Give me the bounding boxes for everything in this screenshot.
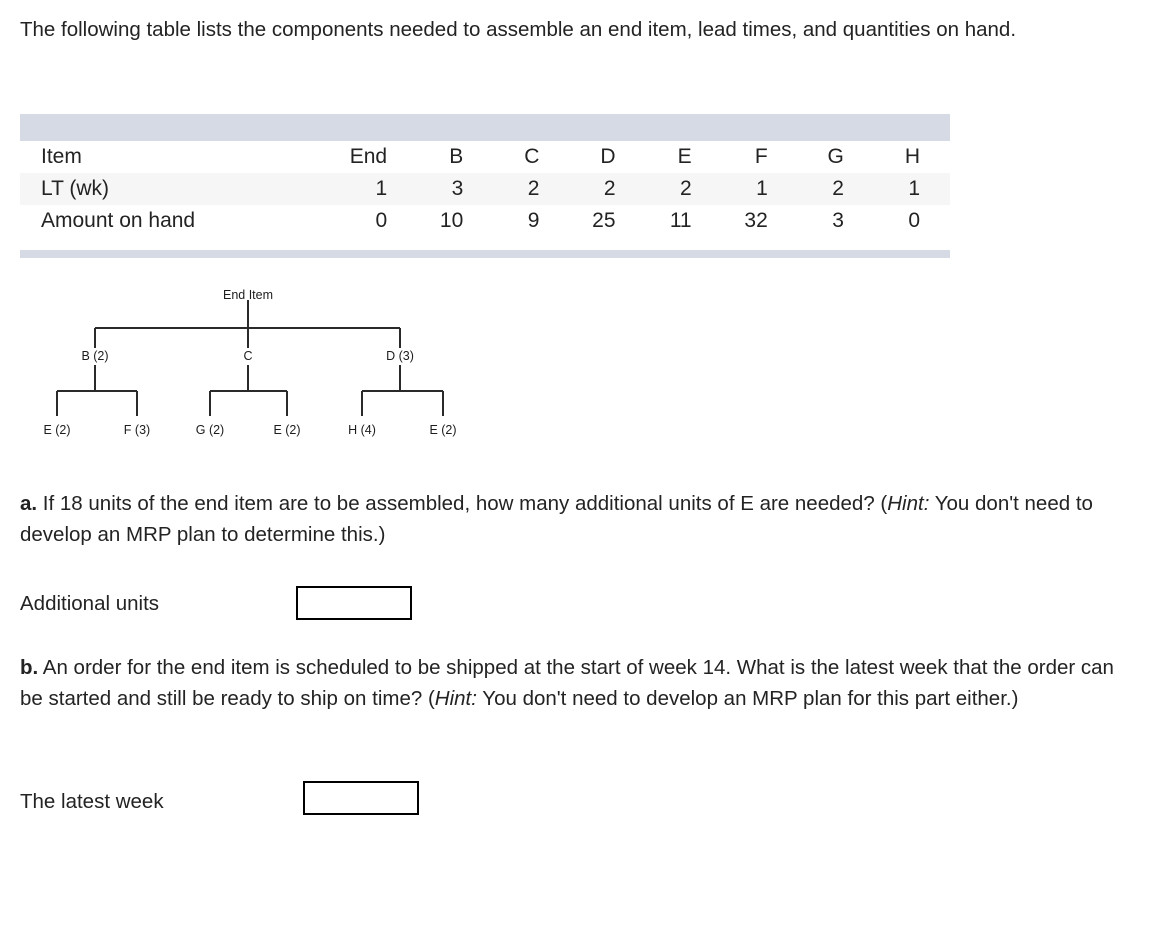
cell-pad [920,173,950,205]
row-label-item: Item [41,145,82,168]
cell-lt-f: 1 [691,173,768,205]
cell-item-e: E [677,145,692,168]
cell-aoh-e: 11 [669,209,692,232]
bom-tree-svg: End Item B (2) C D (3) E (2) F (3) G (2)… [43,288,456,437]
cell-pad [920,205,950,237]
cell-lt-h: 1 [843,173,920,205]
tree-node-root: End Item [223,288,273,302]
cell-item-b: B [449,145,464,168]
tree-node-b: B (2) [81,349,108,363]
question-a-text-part2: You don't need to develop an MRP plan to… [20,492,1093,546]
cell-lt-g: 2 [767,173,844,205]
table-row-amount-on-hand: Amount on hand 0 10 9 25 11 32 3 0 [20,205,950,237]
components-table-wrapper: Item End B C D E F G H LT (wk) 1 3 2 2 2… [20,114,950,258]
question-b-marker: b. [20,656,39,679]
tree-node-f-under-b: F (3) [124,423,150,437]
question-b-hint-word: Hint: [434,687,477,710]
cell-aoh-h: 0 [908,209,920,232]
cell-lt-e: 2 [615,173,692,205]
row-label-lt: LT (wk) [20,173,311,205]
cell-aoh-f: 32 [744,209,768,232]
cell-lt-b: 3 [387,173,464,205]
cell-item-g: G [827,145,844,168]
question-b: b. An order for the end item is schedule… [20,652,1138,714]
cell-item-h: H [904,145,920,168]
tree-node-e-under-d: E (2) [429,423,456,437]
cell-aoh-end: 0 [375,209,388,232]
additional-units-label: Additional units [20,592,160,615]
table-header-bar [20,114,950,141]
cell-pad [920,141,950,173]
bom-tree-diagram: End Item B (2) C D (3) E (2) F (3) G (2)… [0,278,520,458]
cell-item-end: End [349,145,388,168]
cell-lt-d: 2 [539,173,616,205]
tree-node-c: C [243,349,252,363]
tree-node-e-under-b: E (2) [43,423,70,437]
latest-week-input[interactable] [303,781,419,815]
cell-item-f: F [754,145,768,168]
tree-node-e-under-c: E (2) [273,423,300,437]
question-a: a. If 18 units of the end item are to be… [20,488,1138,550]
table-row-item: Item End B C D E F G H [20,141,950,173]
cell-aoh-c: 9 [527,209,540,232]
question-a-text-part1: If 18 units of the end item are to be as… [37,492,888,515]
question-b-text-part2: You don't need to develop an MRP plan fo… [476,687,1019,710]
intro-paragraph: The following table lists the components… [20,18,1017,41]
additional-units-input[interactable] [296,586,412,620]
cell-aoh-d: 25 [592,209,616,232]
table-row-lead-time: LT (wk) 1 3 2 2 2 1 2 1 [20,173,950,205]
question-a-marker: a. [20,492,38,515]
question-a-hint-word: Hint: [887,492,930,515]
cell-aoh-g: 3 [832,209,844,232]
table-footer-bar [20,250,950,258]
latest-week-label: The latest week [20,790,164,813]
cell-item-d: D [600,145,616,168]
question-b-text-part1: An order for the end item is scheduled t… [20,656,1114,710]
tree-connectors [56,300,444,416]
cell-lt-c: 2 [463,173,540,205]
cell-aoh-b: 10 [439,209,464,232]
tree-node-d: D (3) [386,349,414,363]
tree-node-h-under-d: H (4) [348,423,376,437]
components-table: Item End B C D E F G H LT (wk) 1 3 2 2 2… [20,141,950,237]
cell-item-c: C [524,145,540,168]
tree-node-g-under-c: G (2) [196,423,224,437]
cell-lt-end: 1 [311,173,388,205]
row-label-amount: Amount on hand [41,209,196,232]
